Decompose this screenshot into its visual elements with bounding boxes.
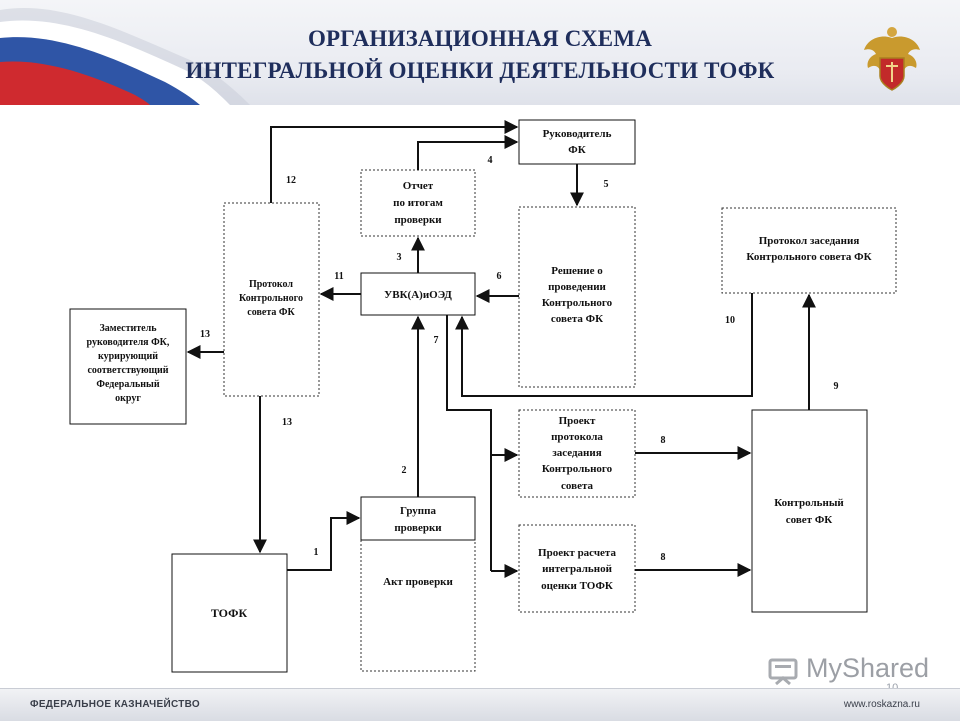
node-otchet-line-3: проверки <box>394 214 442 226</box>
watermark-text: MyShared <box>806 653 930 683</box>
node-otchet-line-1: Отчет <box>403 180 434 192</box>
node-gruppa-box <box>360 496 476 541</box>
edge-label-10: 10 <box>725 315 735 326</box>
node-proekt-protokola-line-5: совета <box>561 480 593 492</box>
edge-label-6: 6 <box>497 271 502 282</box>
node-zamestitel-line-6: округ <box>115 393 141 404</box>
edge-12-protokol-left-to-rukovoditel <box>270 120 519 203</box>
edge-10-protokol-to-uvk <box>455 293 753 397</box>
edge-label-13a: 13 <box>200 329 210 340</box>
org-flow-diagram: Руководитель ФК Отчет по итогам проверки… <box>69 119 897 673</box>
node-tofk-box <box>171 553 288 673</box>
node-protokol-left-line-1: Протокол <box>249 279 293 290</box>
node-rukovoditel-line-1: Руководитель <box>543 128 612 140</box>
node-akt-line-1: Акт проверки <box>383 576 453 588</box>
edge-7-uvk-to-projects <box>446 315 492 571</box>
slide-footer: ФЕДЕРАЛЬНОЕ КАЗНАЧЕЙСТВО www.roskazna.ru <box>0 688 960 721</box>
node-kontrolny-sovet-line-2: совет ФК <box>786 514 833 526</box>
node-reshenie-line-1: Решение о <box>551 265 603 277</box>
node-rukovoditel-box <box>518 119 636 165</box>
edge-label-5: 5 <box>604 179 609 190</box>
node-kontrolny-sovet-box <box>751 409 868 613</box>
node-proekt-rascheta-line-1: Проект расчета <box>538 547 616 559</box>
node-proekt-rascheta-line-2: интегральной <box>542 563 612 575</box>
node-reshenie-box <box>518 206 636 388</box>
node-gruppa-line-1: Группа <box>400 505 436 517</box>
node-protokol-left-line-2: Контрольного <box>239 293 303 304</box>
node-proekt-protokola-line-3: заседания <box>552 447 601 459</box>
node-protokol-right-line-1: Протокол заседания <box>759 235 860 247</box>
node-proekt-protokola-line-1: Проект <box>559 415 596 427</box>
edge-label-11: 11 <box>334 271 343 282</box>
edge-4-otchet-to-rukovoditel <box>417 135 519 170</box>
edge-label-4: 4 <box>488 155 493 166</box>
node-otchet-box <box>360 169 476 237</box>
node-zamestitel-line-5: Федеральный <box>96 379 160 390</box>
footer-website-link[interactable]: www.roskazna.ru <box>843 699 920 710</box>
node-zamestitel-line-2: руководителя ФК, <box>87 337 170 348</box>
edge-label-9: 9 <box>834 381 839 392</box>
edge-label-2: 2 <box>402 465 407 476</box>
node-rukovoditel-line-2: ФК <box>568 144 585 156</box>
node-proekt-protokola-box <box>518 409 636 498</box>
node-zamestitel-box <box>69 308 187 425</box>
node-zamestitel-line-4: соответствующий <box>87 365 168 376</box>
edge-label-7: 7 <box>434 335 439 346</box>
node-zamestitel-line-1: Заместитель <box>99 323 157 334</box>
node-protokol-right-line-2: Контрольного совета ФК <box>746 251 871 263</box>
edge-label-13b: 13 <box>282 417 292 428</box>
node-protokol-left-box <box>223 202 320 397</box>
node-akt-box <box>360 539 476 672</box>
edge-1-tofk-to-gruppa <box>287 511 361 571</box>
node-proekt-rascheta-box <box>518 524 636 613</box>
title-line-2: ИНТЕГРАЛЬНОЙ ОЦЕНКИ ДЕЯТЕЛЬНОСТИ ТОФК <box>185 58 775 83</box>
node-reshenie-line-2: проведении <box>548 281 606 293</box>
node-protokol-left-line-3: совета ФК <box>247 307 295 318</box>
presentation-icon <box>768 658 798 686</box>
node-reshenie-line-4: совета ФК <box>551 313 603 325</box>
node-protokol-right-box <box>721 207 897 294</box>
node-uvk-line-1: УВК(А)иОЭД <box>384 289 452 301</box>
node-reshenie-line-3: Контрольного <box>542 297 613 309</box>
node-zamestitel-line-3: курирующий <box>98 351 158 362</box>
edge-label-8b: 8 <box>661 552 666 563</box>
node-uvk-box <box>360 272 476 316</box>
node-proekt-protokola-line-4: Контрольного <box>542 463 613 475</box>
node-kontrolny-sovet-line-1: Контрольный <box>774 497 844 509</box>
node-gruppa-line-2: проверки <box>394 522 442 534</box>
edge-label-3: 3 <box>397 252 402 263</box>
node-proekt-rascheta-line-3: оценки ТОФК <box>541 580 613 592</box>
myshared-watermark: MyShared <box>766 652 936 690</box>
russian-flag-graphic <box>0 8 250 105</box>
slide-header: ОРГАНИЗАЦИОННАЯ СХЕМА ИНТЕГРАЛЬНОЙ ОЦЕНК… <box>0 0 960 105</box>
edge-label-1: 1 <box>314 547 319 558</box>
edge-label-8a: 8 <box>661 435 666 446</box>
edge-label-12: 12 <box>286 175 296 186</box>
title-line-1: ОРГАНИЗАЦИОННАЯ СХЕМА <box>307 26 653 51</box>
node-otchet-line-2: по итогам <box>393 197 443 209</box>
node-proekt-protokola-line-2: протокола <box>551 431 603 443</box>
double-headed-eagle-emblem-icon <box>864 27 920 91</box>
footer-org-name: ФЕДЕРАЛЬНОЕ КАЗНАЧЕЙСТВО <box>30 699 200 710</box>
node-tofk-line-1: ТОФК <box>211 606 248 620</box>
